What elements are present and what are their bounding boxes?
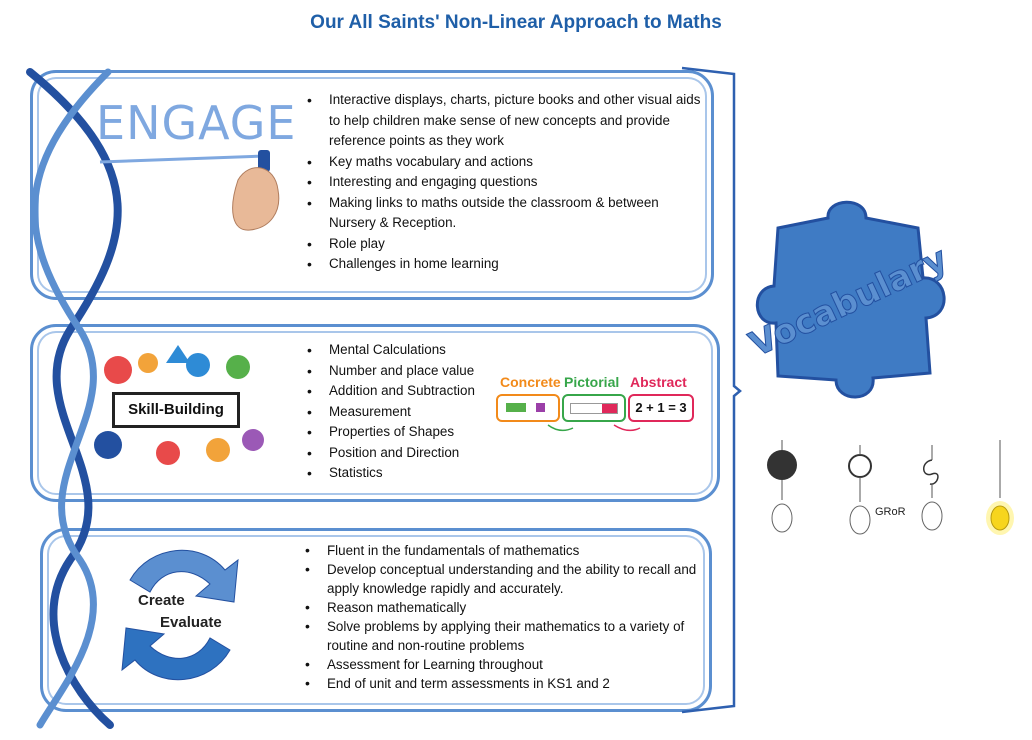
- engage-list: Interactive displays, charts, picture bo…: [307, 90, 709, 275]
- cpa-concrete-box: [496, 394, 560, 422]
- list-item: Number and place value: [307, 361, 529, 382]
- list-item: Interactive displays, charts, picture bo…: [307, 90, 709, 152]
- puzzle-piece-icon: [755, 200, 946, 399]
- bar-model-icon: [570, 403, 618, 414]
- cpa-arrows-icon: [547, 424, 641, 432]
- list-item: Assessment for Learning throughout: [305, 655, 717, 674]
- list-item: Making links to maths outside the classr…: [307, 193, 709, 234]
- hand-marker-icon: [99, 150, 280, 231]
- cpa-concrete-label: Concrete: [500, 374, 561, 390]
- right-bracket: [681, 66, 742, 714]
- gror-label: GRoR: [875, 506, 906, 518]
- list-item: End of unit and term assessments in KS1 …: [305, 674, 717, 693]
- page-title: Our All Saints' Non-Linear Approach to M…: [310, 12, 722, 33]
- list-item: Mental Calculations: [307, 340, 529, 361]
- list-item: Addition and Subtraction: [307, 381, 529, 402]
- list-item: Reason mathematically: [305, 598, 717, 617]
- list-item: Measurement: [307, 402, 529, 423]
- cpa-abstract-box: 2 + 1 = 3: [628, 394, 694, 422]
- tangled-bulb-icon: [921, 445, 943, 531]
- engage-word: ENGAGE: [96, 96, 297, 150]
- cpa-pictorial-label: Pictorial: [564, 374, 620, 390]
- list-item: Properties of Shapes: [307, 422, 529, 443]
- list-item: Role play: [307, 234, 709, 255]
- cpa-abstract-label: Abstract: [630, 374, 687, 390]
- evaluate-label: Evaluate: [160, 614, 222, 631]
- create-evaluate-list: Fluent in the fundamentals of mathematic…: [305, 541, 717, 693]
- skill-building-doodle-icon: [94, 345, 264, 465]
- list-item: Position and Direction: [307, 443, 529, 464]
- cycle-arrows-icon: [121, 549, 239, 681]
- bar-model-fill: [602, 404, 617, 413]
- skill-building-label: Skill-Building: [112, 392, 240, 428]
- tangled-bulb-icon: [767, 440, 797, 533]
- list-item: Fluent in the fundamentals of mathematic…: [305, 541, 717, 560]
- list-item: Statistics: [307, 463, 529, 484]
- list-item: Key maths vocabulary and actions: [307, 152, 709, 173]
- list-item: Challenges in home learning: [307, 254, 709, 275]
- create-label: Create: [138, 592, 185, 609]
- skill-building-list: Mental Calculations Number and place val…: [307, 340, 529, 484]
- block-icon: [506, 403, 526, 412]
- lit-bulb-icon: [986, 440, 1014, 535]
- block-icon: [536, 403, 545, 412]
- helix-ribbon: [26, 68, 122, 729]
- list-item: Interesting and engaging questions: [307, 172, 709, 193]
- cpa-pictorial-box: [562, 394, 626, 422]
- list-item: Solve problems by applying their mathema…: [305, 617, 717, 655]
- list-item: Develop conceptual understanding and the…: [305, 560, 717, 598]
- tangled-bulb-icon: [848, 445, 872, 535]
